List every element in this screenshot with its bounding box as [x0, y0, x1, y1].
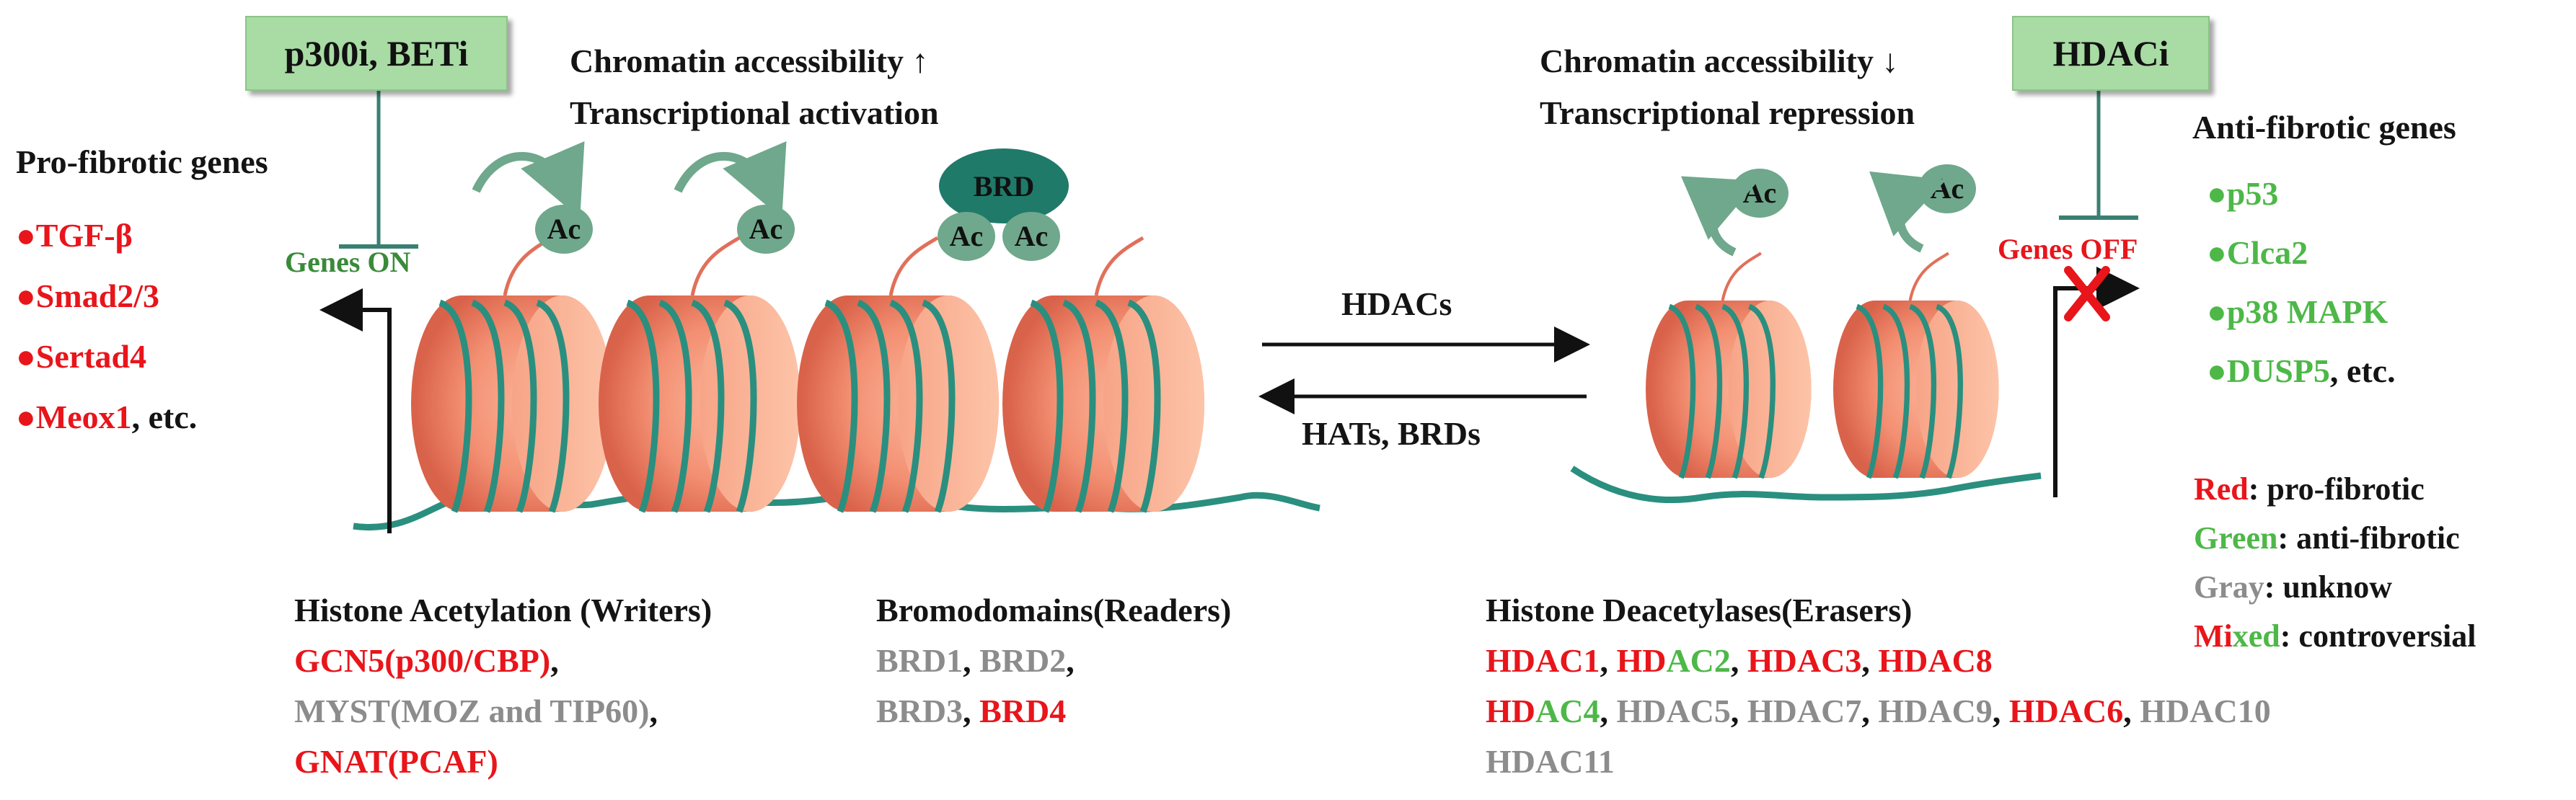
legend-mixed: Mixed: controversial	[2194, 618, 2476, 654]
legend-gray: Gray: unknow	[2194, 569, 2393, 605]
eraser-hdac9: HDAC9	[1878, 693, 1993, 729]
hdac-curved-arrow-2	[1869, 171, 1946, 253]
eraser-hdac2-a: HD	[1616, 642, 1667, 679]
pro-fibrotic-gene-list: ●TGF-β ●Smad2/3 ●Sertad4 ●Meox1, etc.	[16, 205, 197, 448]
eraser-hdac11: HDAC11	[1486, 743, 1615, 780]
nucleosome-left-4	[1002, 236, 1204, 513]
svg-text:Ac: Ac	[1931, 172, 1964, 205]
svg-text:BRD: BRD	[974, 170, 1034, 203]
nucleosome-right-2	[1833, 252, 1999, 479]
reader-brd3: BRD3	[876, 693, 963, 729]
svg-text:Ac: Ac	[1015, 220, 1049, 252]
erasers-title: Histone Deacetylases(Erasers)	[1486, 592, 1913, 628]
hat-curved-arrow-1	[472, 141, 585, 219]
nucleosome-left-1	[411, 236, 613, 513]
eraser-hdac8: HDAC8	[1878, 642, 1993, 679]
ac-bubble-3: Ac	[938, 212, 995, 261]
p300i-beti-label: p300i, BETi	[284, 33, 469, 74]
genes-off-label: Genes OFF	[1998, 233, 2138, 265]
gene-item-smad: ●Smad2/3	[16, 277, 160, 314]
hdaci-label: HDACi	[2052, 33, 2169, 74]
hdaci-box: HDACi	[2012, 16, 2210, 91]
nucleosome-right-1	[1646, 252, 1812, 479]
gene-item-p38: ●p38 MAPK	[2207, 293, 2388, 330]
left-header-line1: Chromatin accessibility ↑	[570, 43, 929, 79]
reader-brd4: BRD4	[979, 693, 1067, 729]
readers-block: Bromodomains(Readers) BRD1, BRD2, BRD3, …	[876, 585, 1231, 737]
hat-curved-arrow-2	[674, 141, 787, 219]
brd-reader: BRD	[939, 148, 1069, 223]
hats-brds-arrow-label: HATs, BRDs	[1302, 415, 1481, 452]
eraser-hdac7: HDAC7	[1747, 693, 1862, 729]
gene-item-dusp5: ●DUSP5, etc.	[2207, 352, 2396, 389]
anti-fibrotic-gene-list: ●p53 ●Clca2 ●p38 MAPK ●DUSP5, etc.	[2207, 164, 2396, 401]
blocked-x-icon	[2064, 266, 2110, 321]
hdacs-arrow-label: HDACs	[1341, 285, 1452, 322]
svg-text:Ac: Ac	[1743, 177, 1777, 209]
gene-item-p53: ●p53	[2207, 175, 2279, 212]
genes-on-promoter-arrow	[319, 288, 392, 533]
ac-bubble-released-2: Ac	[1918, 164, 1976, 213]
writer-myst: MYST(MOZ and TIP60)	[294, 693, 650, 729]
legend-red: Red: pro-fibrotic	[2194, 471, 2425, 507]
eraser-hdac4-a: HD	[1486, 693, 1535, 729]
svg-text:Ac: Ac	[950, 220, 984, 252]
writers-block: Histone Acetylation (Writers) GCN5(p300/…	[294, 585, 712, 787]
eraser-hdac4-b: AC4	[1535, 693, 1600, 729]
ac-bubble-2: Ac	[737, 205, 795, 254]
erasers-block: Histone Deacetylases(Erasers) HDAC1, HDA…	[1486, 585, 2271, 787]
genes-on-label: Genes ON	[285, 246, 411, 278]
gene-item-sertad4: ●Sertad4	[16, 338, 147, 375]
anti-fibrotic-title: Anti-fibrotic genes	[2192, 109, 2456, 146]
p300i-beti-box: p300i, BETi	[245, 16, 508, 91]
legend-green: Green: anti-fibrotic	[2194, 520, 2460, 556]
gene-item-clca2: ●Clca2	[2207, 234, 2308, 271]
gene-item-tgfb: ●TGF-β	[16, 217, 133, 254]
nucleosome-left-3	[797, 236, 999, 513]
eraser-hdac3: HDAC3	[1747, 642, 1862, 679]
eraser-hdac5: HDAC5	[1616, 693, 1731, 729]
svg-text:Ac: Ac	[547, 213, 581, 245]
ac-bubble-released-1: Ac	[1731, 169, 1788, 218]
genes-off-promoter-arrow	[2053, 267, 2140, 497]
right-header-line1: Chromatin accessibility ↓	[1540, 43, 1899, 79]
ac-bubble-1: Ac	[535, 205, 593, 254]
ac-bubble-4: Ac	[1002, 212, 1060, 261]
dna-strand-right	[1570, 466, 2042, 504]
right-header-line2: Transcriptional repression	[1540, 94, 1915, 131]
nucleosome-left-2	[599, 236, 800, 513]
svg-text:Ac: Ac	[749, 213, 783, 245]
color-legend: Red: pro-fibrotic Green: anti-fibrotic G…	[2194, 465, 2476, 661]
eraser-hdac6: HDAC6	[2008, 693, 2124, 729]
reader-brd1: BRD1	[876, 642, 963, 679]
eraser-hdac10: HDAC10	[2140, 693, 2271, 729]
eraser-hdac2-b: AC2	[1666, 642, 1731, 679]
readers-title: Bromodomains(Readers)	[876, 592, 1232, 628]
hdac-curved-arrow-1	[1680, 176, 1759, 257]
writers-title: Histone Acetylation (Writers)	[294, 592, 713, 628]
gene-item-meox1: ●Meox1, etc.	[16, 399, 198, 435]
pro-fibrotic-title: Pro-fibrotic genes	[16, 143, 268, 180]
eraser-hdac1: HDAC1	[1486, 642, 1600, 679]
writer-gnat: GNAT(PCAF)	[294, 743, 498, 780]
left-header-line2: Transcriptional activation	[570, 94, 939, 131]
writer-gcn5: GCN5(p300/CBP)	[294, 642, 551, 679]
reader-brd2: BRD2	[979, 642, 1067, 679]
